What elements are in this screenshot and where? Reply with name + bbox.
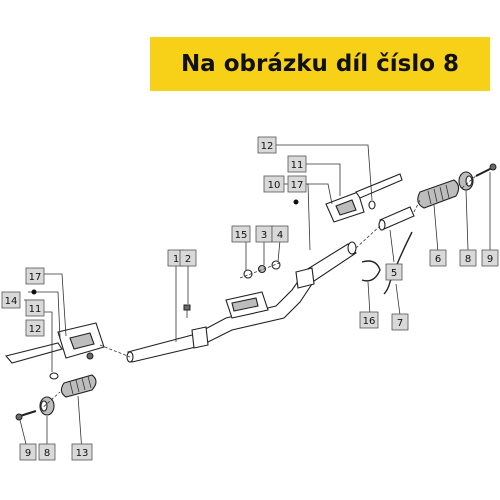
- nut-4: [271, 260, 281, 270]
- left-grip: [60, 374, 97, 398]
- right-grip: [417, 179, 460, 209]
- callout-9-right: 9: [481, 249, 499, 267]
- callout-9-left-text: 9: [25, 448, 31, 459]
- callout-11-right-text: 11: [291, 160, 304, 171]
- callout-17-left: 17: [25, 267, 45, 285]
- callout-12-left: 12: [25, 319, 45, 337]
- left-lever-assembly: [5, 322, 105, 380]
- callout-15-text: 15: [235, 230, 248, 241]
- right-bar-end-weight: [458, 171, 474, 191]
- washer-3: [257, 264, 267, 274]
- callout-15: 15: [231, 225, 251, 243]
- callout-16: 16: [359, 311, 379, 329]
- callout-6-text: 6: [435, 254, 441, 265]
- callout-9-left: 9: [19, 443, 37, 461]
- caption-banner: Na obrázku díl číslo 8: [150, 37, 490, 91]
- callout-4-text: 4: [277, 230, 283, 241]
- callout-13: 13: [71, 443, 93, 461]
- callout-7-text: 7: [397, 318, 403, 329]
- throttle-cable: [383, 231, 413, 295]
- callout-7: 7: [391, 313, 409, 331]
- left-bar-end-screw: [15, 410, 37, 421]
- callout-11-left-text: 11: [29, 304, 42, 315]
- callout-14-text: 14: [5, 296, 18, 307]
- callout-2-text: 2: [185, 254, 191, 265]
- handlebar-clamp: [191, 267, 315, 349]
- callout-3-text: 3: [261, 230, 267, 241]
- callout-11-left: 11: [25, 299, 45, 317]
- callout-12-left-text: 12: [29, 324, 42, 335]
- callout-6: 6: [429, 249, 447, 267]
- caption-text: Na obrázku díl číslo 8: [180, 51, 460, 77]
- callout-8-right: 8: [459, 249, 477, 267]
- callout-11-right: 11: [287, 155, 307, 173]
- callout-5-text: 5: [391, 268, 397, 279]
- callout-1-text: 1: [173, 254, 179, 265]
- left-bar-end-weight: [39, 396, 55, 416]
- callout-8-left: 8: [38, 443, 56, 461]
- callout-12-right-text: 12: [261, 141, 274, 152]
- callout-5: 5: [385, 263, 403, 281]
- callout-17-left-text: 17: [29, 272, 42, 283]
- callout-17-right-text: 17: [291, 180, 304, 191]
- callout-3: 3: [255, 225, 273, 243]
- callout-17-right: 17: [287, 175, 307, 193]
- callout-9-right-text: 9: [487, 254, 493, 265]
- callout-16-text: 16: [363, 316, 376, 327]
- callout-2: 2: [179, 249, 197, 267]
- right-lever-assembly: [325, 173, 403, 223]
- throttle-tube: [378, 206, 415, 231]
- callout-13-text: 13: [76, 448, 89, 459]
- callout-4: 4: [271, 225, 289, 243]
- callout-14: 14: [1, 291, 21, 309]
- cable-clip: [361, 260, 381, 282]
- callout-8-left-text: 8: [44, 448, 50, 459]
- right-bar-end-screw: [475, 163, 497, 177]
- callout-12-right: 12: [257, 136, 277, 154]
- callout-10-text: 10: [268, 180, 281, 191]
- bolt-2: [183, 304, 191, 318]
- callout-10: 10: [263, 175, 285, 193]
- callout-8-right-text: 8: [465, 254, 471, 265]
